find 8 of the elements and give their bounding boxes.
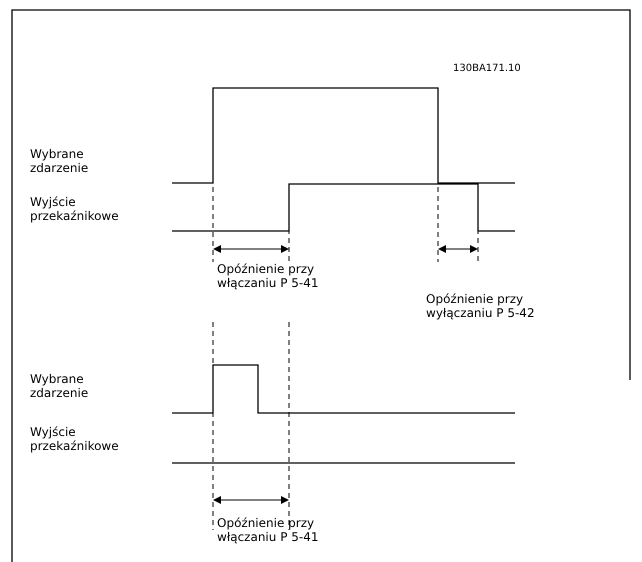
signal-label: Wybrane zdarzenie [30, 147, 90, 175]
signal-label: Wybrane zdarzenie [30, 372, 90, 400]
signal-label: Wyjście przekaźnikowe [30, 195, 120, 223]
drawing-number: 130BA171.10 [453, 62, 522, 76]
delay-label: Opóźnienie przy włączaniu P 5-41 [217, 516, 320, 544]
delay-label: Opóźnienie przy włączaniu P 5-41 [217, 262, 320, 290]
delay-label: Opóźnienie przy wyłączaniu P 5-42 [426, 292, 536, 320]
signal-label: Wyjście przekaźnikowe [30, 425, 120, 453]
